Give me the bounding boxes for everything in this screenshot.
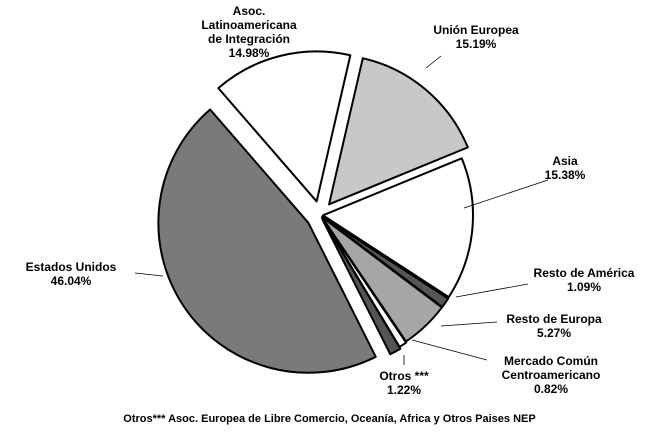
slice-label-percent: 46.04% bbox=[51, 274, 92, 288]
slice-leader-line bbox=[411, 339, 488, 361]
slice-leader-line bbox=[440, 321, 498, 327]
slice-leader-line bbox=[425, 55, 442, 69]
slice-label: Otros ***1.22% bbox=[379, 369, 429, 397]
slice-label-percent: 0.82% bbox=[534, 382, 568, 396]
slice-label-name: Resto de Europa bbox=[506, 312, 602, 326]
slice-label-name: Asia bbox=[552, 154, 578, 168]
slice-label-name: Asoc. bbox=[233, 4, 266, 18]
pie-slice bbox=[321, 157, 474, 299]
slice-leader-line bbox=[463, 179, 549, 209]
slice-label-name: Mercado Común bbox=[504, 354, 598, 368]
slice-label-name: Centroamericano bbox=[502, 368, 601, 382]
pie-slice bbox=[321, 219, 402, 356]
slice-leader-line bbox=[134, 272, 164, 277]
pie-slice bbox=[217, 50, 352, 203]
pie-slice bbox=[157, 108, 377, 374]
slice-label-percent: 5.27% bbox=[537, 326, 571, 340]
slice-label-name: Estados Unidos bbox=[26, 260, 117, 274]
pie-slice bbox=[328, 57, 469, 206]
slice-label-name: Otros *** bbox=[379, 369, 429, 383]
slice-leader-line bbox=[455, 283, 529, 298]
slice-label-name: Latinoamericana bbox=[201, 18, 297, 32]
slice-label-percent: 15.19% bbox=[456, 37, 497, 51]
slice-label-name: de Integración bbox=[208, 32, 290, 46]
slice-label-percent: 1.09% bbox=[567, 280, 601, 294]
slice-label-percent: 1.22% bbox=[387, 383, 421, 397]
chart-footnote: Otros*** Asoc. Europea de Libre Comercio… bbox=[123, 413, 536, 425]
slice-label-name: Unión Europea bbox=[433, 23, 519, 37]
slice-label-percent: 15.38% bbox=[545, 168, 586, 182]
slice-label-percent: 14.98% bbox=[229, 46, 270, 60]
slice-label-name: Resto de América bbox=[534, 266, 635, 280]
